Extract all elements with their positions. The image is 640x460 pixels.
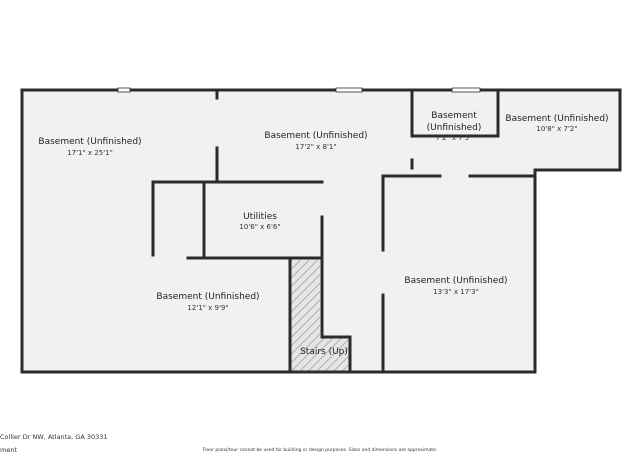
room-stairs: Stairs (Up) <box>300 347 348 357</box>
room-name: Basement (Unfinished) <box>404 276 507 286</box>
footer-brand: ment <box>0 446 17 454</box>
room-dimensions: 12'1" x 9'9" <box>187 304 228 312</box>
footer-address: Collier Dr NW, Atlanta, GA 30331 <box>0 433 108 441</box>
room-southwest: Basement (Unfinished) 12'1" x 9'9" <box>156 292 259 312</box>
windows <box>117 87 481 93</box>
room-southeast: Basement (Unfinished) 13'3" x 17'3" <box>404 276 507 296</box>
room-name: Stairs (Up) <box>300 347 348 357</box>
room-dimensions: 13'3" x 17'3" <box>433 288 479 296</box>
room-dimensions: 7'2" x 7'5" <box>436 134 473 142</box>
room-name-line1: Basement <box>431 111 477 121</box>
room-utilities: Utilities 10'6" x 6'6" <box>239 212 280 231</box>
window <box>335 87 363 93</box>
room-north: Basement (Unfinished) 17'2" x 8'1" <box>264 131 367 151</box>
room-name-line2: (Unfinished) <box>427 123 482 133</box>
walls <box>20 88 622 374</box>
footer-disclaimer: Floor plans/tour cannot be used for buil… <box>202 448 438 453</box>
window <box>451 87 481 93</box>
room-name: Basement (Unfinished) <box>38 137 141 147</box>
room-dimensions: 17'1" x 25'1" <box>67 149 113 157</box>
stairs-area <box>290 260 350 372</box>
room-east: Basement (Unfinished) 10'8" x 7'2" <box>505 114 608 133</box>
room-name: Basement (Unfinished) <box>156 292 259 302</box>
room-dimensions: 10'6" x 6'6" <box>239 223 280 231</box>
room-name: Basement (Unfinished) <box>505 114 608 124</box>
room-dimensions: 17'2" x 8'1" <box>295 143 336 151</box>
room-west: Basement (Unfinished) 17'1" x 25'1" <box>38 137 141 157</box>
room-small: Basement (Unfinished) 7'2" x 7'5" <box>427 111 482 142</box>
window <box>117 87 131 93</box>
room-name: Basement (Unfinished) <box>264 131 367 141</box>
room-dimensions: 10'8" x 7'2" <box>536 125 577 133</box>
room-name: Utilities <box>243 212 277 222</box>
